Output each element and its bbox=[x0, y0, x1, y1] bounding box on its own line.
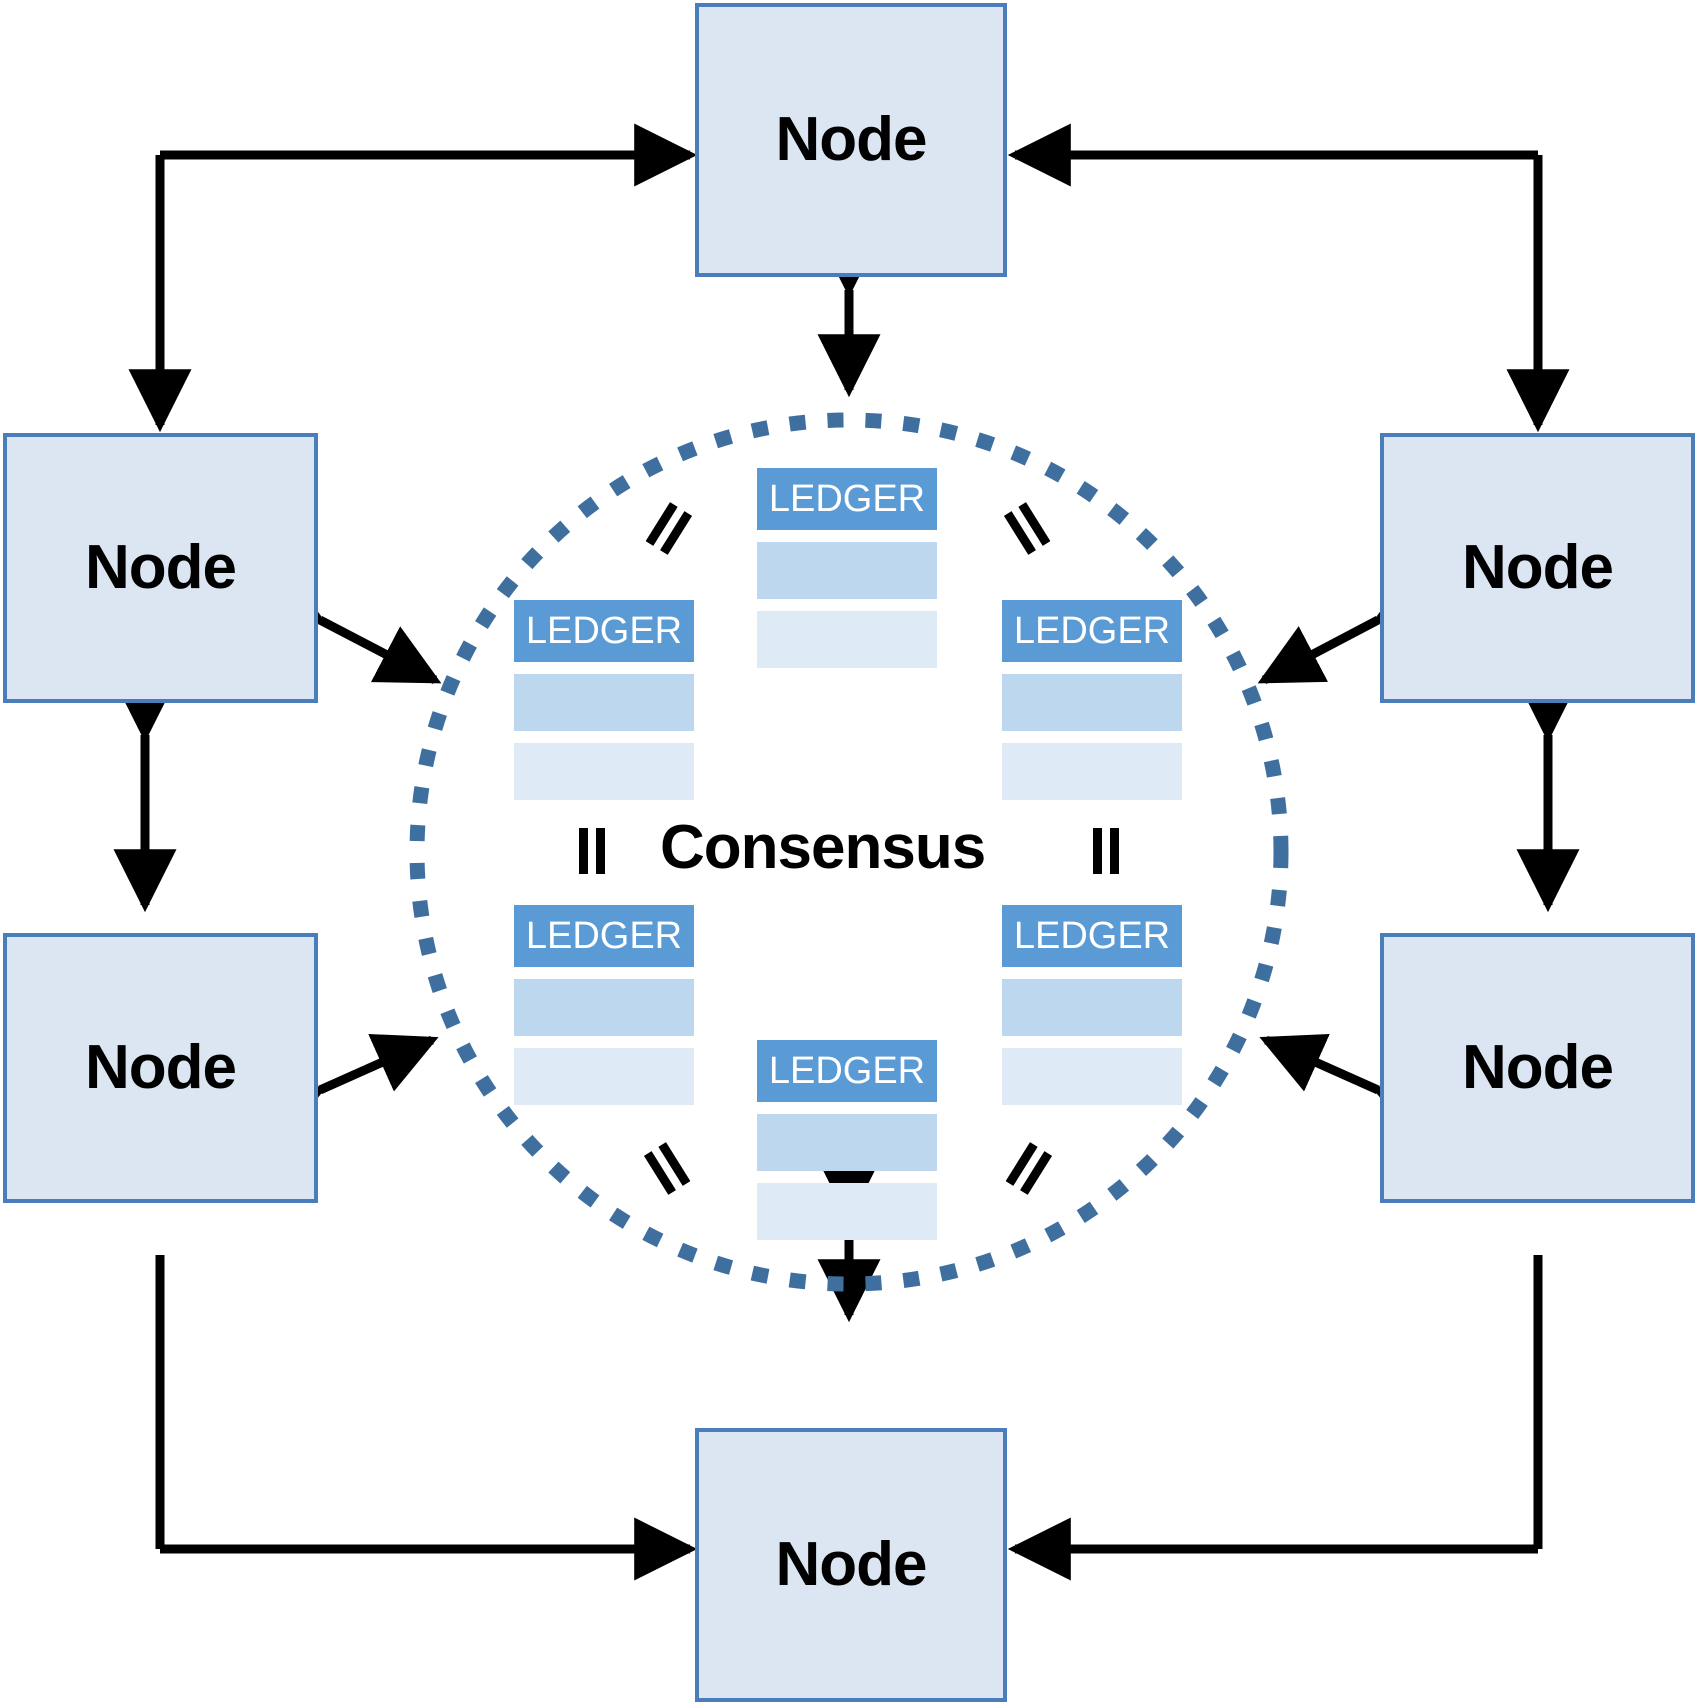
node-bottom[interactable]: Node bbox=[695, 1428, 1007, 1702]
node-bottom-label: Node bbox=[775, 1530, 928, 1599]
ledger-lower-left-row-2 bbox=[514, 1048, 694, 1105]
ledger-lower-left-title: LEDGER bbox=[514, 905, 694, 967]
ledger-bottom-row-1 bbox=[757, 1114, 937, 1171]
ledger-lower-left[interactable]: LEDGER bbox=[514, 905, 694, 1105]
node-left-lower-label: Node bbox=[85, 1033, 237, 1102]
node-right-upper[interactable]: Node bbox=[1380, 433, 1695, 703]
node-right-lower[interactable]: Node bbox=[1380, 933, 1695, 1203]
arrow-rightupper-to-top bbox=[1007, 123, 1570, 433]
consensus-boundary-circle bbox=[409, 412, 1289, 1292]
ledger-upper-left-row-2 bbox=[514, 743, 694, 800]
equals-mid-right-icon bbox=[1082, 828, 1128, 874]
ledger-top-row-1 bbox=[757, 542, 937, 599]
ledger-lower-right-row-1 bbox=[1002, 979, 1182, 1036]
node-top-label: Node bbox=[775, 105, 928, 174]
arrow-leftupper-to-top bbox=[128, 123, 698, 433]
arrow-rightupper-to-consensus bbox=[1257, 566, 1443, 684]
ledger-lower-left-row-1 bbox=[514, 979, 694, 1036]
arrow-rightlower-to-consensus bbox=[1259, 1033, 1442, 1142]
ledger-bottom-row-2 bbox=[757, 1183, 937, 1240]
arrow-rightlower-to-bottom bbox=[1007, 1255, 1543, 1581]
consensus-label: Consensus bbox=[660, 813, 986, 882]
node-left-lower[interactable]: Node bbox=[3, 933, 318, 1203]
equals-mid-left-icon bbox=[568, 828, 614, 874]
ledger-upper-right[interactable]: LEDGER bbox=[1002, 600, 1182, 800]
ledger-upper-left[interactable]: LEDGER bbox=[514, 600, 694, 800]
arrow-leftupper-to-consensus bbox=[255, 566, 442, 684]
ledger-lower-right-title: LEDGER bbox=[1002, 905, 1182, 967]
arrow-leftlower-to-consensus bbox=[256, 1033, 439, 1142]
ledger-lower-right-row-2 bbox=[1002, 1048, 1182, 1105]
node-right-upper-label: Node bbox=[1462, 533, 1614, 602]
node-left-upper-label: Node bbox=[85, 533, 237, 602]
node-right-lower-label: Node bbox=[1462, 1033, 1614, 1102]
ledger-bottom[interactable]: LEDGER bbox=[757, 1040, 937, 1240]
ledger-upper-right-row-2 bbox=[1002, 743, 1182, 800]
ledger-top-title: LEDGER bbox=[757, 468, 937, 530]
ledger-bottom-title: LEDGER bbox=[757, 1040, 937, 1102]
arrow-leftlower-to-bottom bbox=[155, 1255, 698, 1581]
ledger-upper-left-row-1 bbox=[514, 674, 694, 731]
node-left-upper[interactable]: Node bbox=[3, 433, 318, 703]
node-top[interactable]: Node bbox=[695, 3, 1007, 277]
ledger-top-row-2 bbox=[757, 611, 937, 668]
ledger-upper-right-title: LEDGER bbox=[1002, 600, 1182, 662]
ledger-top[interactable]: LEDGER bbox=[757, 468, 937, 668]
ledger-upper-right-row-1 bbox=[1002, 674, 1182, 731]
ledger-lower-right[interactable]: LEDGER bbox=[1002, 905, 1182, 1105]
ledger-upper-left-title: LEDGER bbox=[514, 600, 694, 662]
